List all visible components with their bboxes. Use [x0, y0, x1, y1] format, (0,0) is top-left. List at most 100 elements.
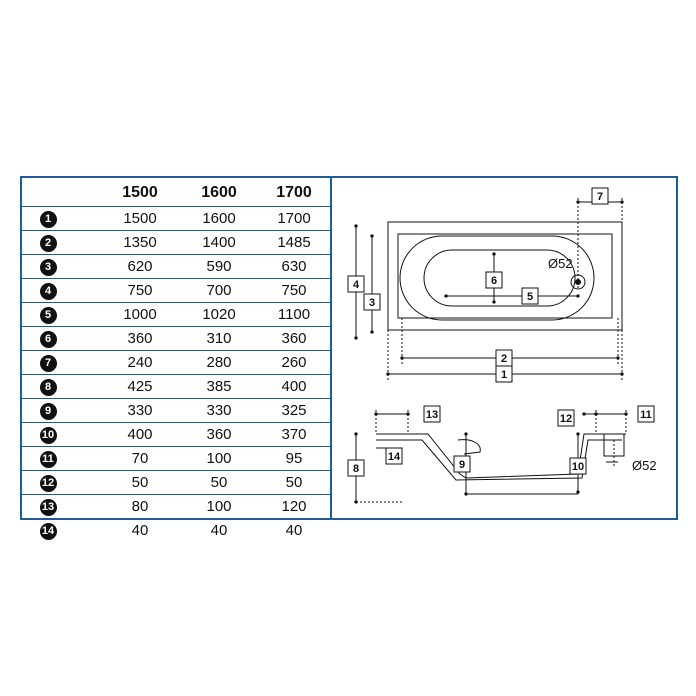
top-view [354, 198, 624, 380]
dimension-value: 620 [100, 254, 180, 279]
row-number-badge: 8 [22, 374, 100, 399]
marker-13-icon: 13 [423, 405, 441, 423]
row-number-badge: 13 [22, 494, 100, 519]
dimension-value: 40 [258, 518, 330, 542]
marker-6-icon: 6 [485, 271, 503, 289]
marker-9-icon: 9 [453, 455, 471, 473]
tub-side-inner [376, 439, 622, 481]
dimension-value: 100 [180, 446, 258, 471]
dimension-value: 1400 [180, 230, 258, 255]
row-number-badge: 1 [22, 206, 100, 231]
dimension-value: 80 [100, 494, 180, 519]
marker-label: 13 [426, 409, 438, 421]
dimension-value: 590 [180, 254, 258, 279]
marker-label: 10 [572, 461, 584, 473]
dimension-number-icon: 10 [39, 427, 57, 444]
dimension-value: 1500 [100, 206, 180, 231]
basin-outline [399, 235, 595, 321]
marker-3-icon: 3 [363, 293, 381, 311]
dimension-number-icon: 1 [39, 211, 57, 228]
tub-side-profile [376, 433, 626, 479]
marker-11-icon: 11 [637, 405, 655, 423]
dimension-value: 400 [100, 422, 180, 447]
row-number-badge: 10 [22, 422, 100, 447]
dimension-value: 1600 [180, 206, 258, 231]
dimension-value: 50 [258, 470, 330, 495]
dimension-value: 360 [100, 326, 180, 351]
dimension-value: 385 [180, 374, 258, 399]
dimension-value: 1700 [258, 206, 330, 231]
dimension-value: 1485 [258, 230, 330, 255]
header-size-3: 1700 [276, 184, 312, 201]
dimension-number-icon: 13 [39, 499, 57, 516]
row-number-badge: 14 [22, 518, 100, 542]
row-number-badge: 7 [22, 350, 100, 375]
dimension-value: 1000 [100, 302, 180, 327]
marker-label: 1 [501, 369, 507, 381]
row-number-badge: 3 [22, 254, 100, 279]
header-blank [22, 180, 100, 207]
dimension-number-icon: 9 [39, 403, 57, 420]
marker-label: 3 [369, 297, 375, 309]
dimension-value: 750 [258, 278, 330, 303]
basin-floor [423, 249, 576, 307]
marker-label: 8 [353, 463, 359, 475]
dimension-value: 400 [258, 374, 330, 399]
dimension-number-icon: 14 [39, 523, 57, 540]
tub-outer-rim [387, 221, 623, 331]
dimension-value: 360 [258, 326, 330, 351]
marker-14-icon: 14 [385, 447, 403, 465]
row-number-badge: 4 [22, 278, 100, 303]
dimension-value: 310 [180, 326, 258, 351]
dimension-value: 50 [180, 470, 258, 495]
dimension-number-icon: 8 [39, 379, 57, 396]
header-size-1: 1500 [122, 184, 158, 201]
panel-divider [330, 176, 332, 520]
row-number-badge: 11 [22, 446, 100, 471]
dimension-number-icon: 5 [39, 307, 57, 324]
dimension-value: 260 [258, 350, 330, 375]
row-number-badge: 9 [22, 398, 100, 423]
dimension-value: 100 [180, 494, 258, 519]
marker-1-icon: 1 [495, 365, 513, 383]
dimension-number-icon: 7 [39, 355, 57, 372]
dimension-value: 240 [100, 350, 180, 375]
marker-7-icon: 7 [591, 187, 609, 205]
dimension-number-icon: 6 [39, 331, 57, 348]
marker-2-icon: 2 [495, 349, 513, 367]
marker-label: 12 [560, 413, 572, 425]
dimension-value: 330 [100, 398, 180, 423]
dimension-value: 70 [100, 446, 180, 471]
marker-label: 14 [388, 451, 401, 463]
dimension-value: 1100 [258, 302, 330, 327]
row-number-badge: 6 [22, 326, 100, 351]
marker-label: 9 [459, 459, 465, 471]
marker-12-icon: 12 [557, 409, 575, 427]
marker-label: 11 [640, 409, 652, 421]
marker-8-icon: 8 [347, 459, 365, 477]
drain-diameter-top: Ø52 [548, 256, 573, 271]
marker-10-icon: 10 [569, 457, 587, 475]
dimension-value: 120 [258, 494, 330, 519]
dimension-value: 1020 [180, 302, 258, 327]
dimension-number-icon: 12 [39, 475, 57, 492]
dimension-value: 370 [258, 422, 330, 447]
dimension-value: 750 [100, 278, 180, 303]
dimension-value: 630 [258, 254, 330, 279]
header-size-2: 1600 [201, 184, 237, 201]
